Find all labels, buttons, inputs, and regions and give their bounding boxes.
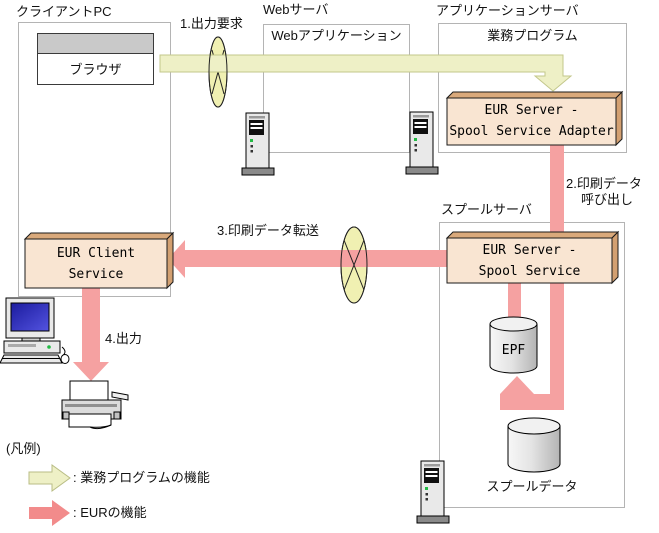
legend-eur-arrow-icon — [29, 500, 70, 526]
network-ellipse-outline — [340, 226, 368, 304]
business-flow-arrow-step1 — [159, 54, 573, 92]
web-server-title: Webサーバ — [263, 2, 329, 17]
spool-service-box-label-line1: EUR Server - — [482, 243, 577, 258]
legend-business-label: : 業務プログラムの機能 — [73, 470, 210, 485]
web-server-box — [263, 24, 410, 153]
step1-label: 1.出力要求 — [180, 16, 243, 31]
web-server-tower-icon — [241, 112, 275, 176]
legend-eur-label: : EURの機能 — [73, 505, 147, 520]
client-pc-title: クライアントPC — [16, 4, 112, 19]
eur-spool-service-box — [445, 230, 620, 285]
legend-business-arrow-icon — [28, 464, 71, 492]
epf-cylinder-icon — [489, 316, 538, 374]
eur-flow-arrow-step4 — [73, 288, 109, 381]
business-program-label: 業務プログラム — [487, 28, 578, 43]
epf-label: EPF — [501, 343, 526, 358]
browser-label: ブラウザ — [69, 62, 122, 77]
browser-titlebar — [38, 34, 153, 54]
spool-server-title: スプールサーバ — [441, 202, 532, 217]
step4-label: 4.出力 — [105, 331, 142, 346]
step3-label: 3.印刷データ転送 — [217, 223, 319, 238]
web-application-label: Webアプリケーション — [271, 28, 402, 43]
adapter-box-label-line1: EUR Server - — [484, 103, 579, 118]
eur-flow-arrow-step3 — [168, 240, 447, 278]
client-service-box-label: EUR Client Service — [25, 243, 167, 285]
step2-label-line2: 呼び出し — [581, 192, 634, 207]
spool-service-box-label-line2: Spool Service — [478, 264, 581, 279]
app-server-tower-icon — [405, 111, 439, 175]
client-service-box-label-line2: Service — [68, 267, 124, 282]
spool-data-label: スプールデータ — [486, 479, 578, 494]
eur-spool-service-adapter-box — [445, 90, 624, 147]
adapter-box-label: EUR Server - Spool Service Adapter — [447, 100, 616, 142]
printer-icon — [61, 380, 129, 430]
step2-label-line1: 2.印刷データ — [566, 176, 642, 191]
network-ellipse-outline — [208, 36, 228, 108]
desktop-pc-icon — [0, 297, 70, 364]
spool-service-box-label: EUR Server - Spool Service — [447, 240, 612, 282]
adapter-box-label-line2: Spool Service Adapter — [449, 124, 614, 139]
browser-window — [37, 33, 154, 85]
eur-flow-link-epf — [508, 283, 521, 317]
app-server-title: アプリケーションサーバ — [436, 3, 579, 18]
client-service-box-label-line1: EUR Client — [56, 246, 136, 261]
legend-title: (凡例) — [6, 441, 41, 456]
spool-data-cylinder-icon — [507, 417, 561, 473]
eur-client-service-box — [23, 231, 175, 290]
